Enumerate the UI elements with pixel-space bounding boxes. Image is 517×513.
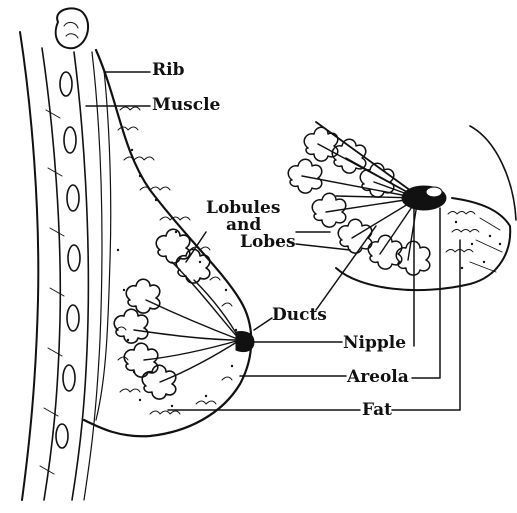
label-lobules-and-lobes: Lobules and Lobes [206,200,296,251]
label-ducts: Ducts [272,307,327,324]
rib-cage [20,8,102,500]
label-muscle: Muscle [152,97,220,114]
label-rib: Rib [152,62,184,79]
label-nipple: Nipple [343,335,406,352]
label-lobules-line3: Lobes [206,234,296,251]
nipple-side [236,331,254,351]
label-areola: Areola [347,369,409,386]
label-fat: Fat [362,402,392,419]
breast-front-view [288,122,516,290]
